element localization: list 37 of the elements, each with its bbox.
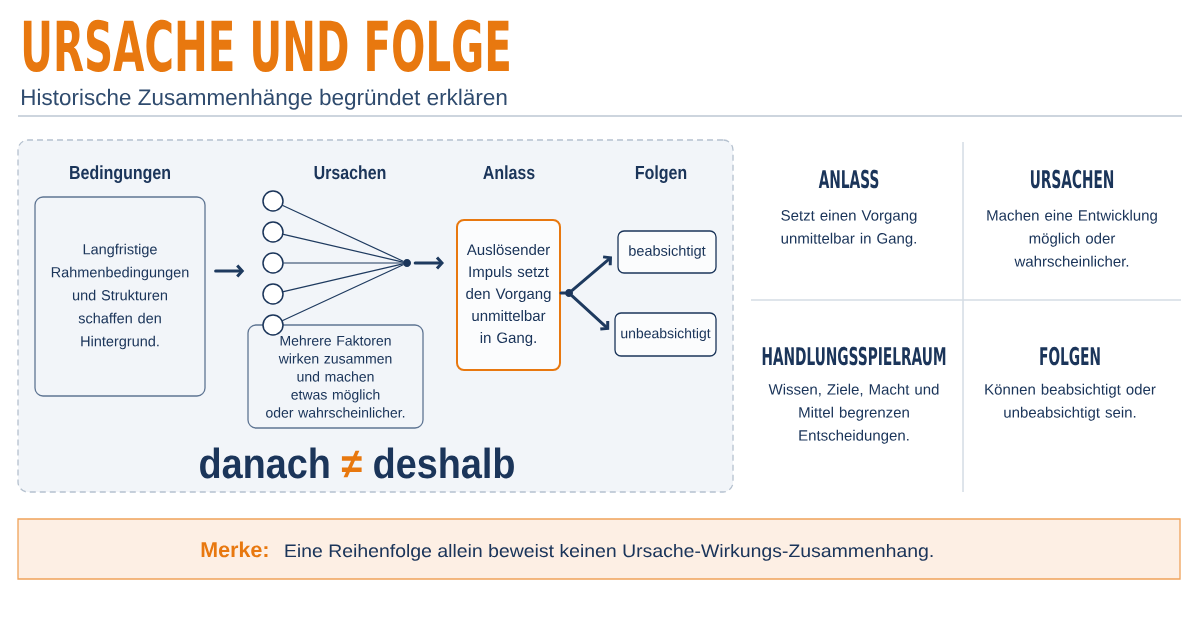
connector-line (283, 262, 404, 264)
note-text: Eine Reihenfolge allein beweist keinen Ursache-Wirkungs-Zusammenhang. (285, 543, 933, 561)
connector-line (559, 291, 567, 295)
title: URSACHE UND FOLGE (23, 19, 509, 72)
column-heading: Folgen (635, 165, 687, 184)
note-band (17, 518, 1181, 580)
card-text: Setzt einen Vorgang unmittelbar in Gang. (781, 209, 917, 247)
highlight-box: Auslösender Impuls setzt den Vorgang unmittelbar in Gang. (456, 219, 561, 371)
card-text: Können beabsichtigt oder unbeabsichtigt sein. (985, 383, 1156, 421)
connector-line (282, 233, 404, 263)
arrow (214, 264, 245, 278)
cause-circle (262, 252, 284, 274)
subtitle: Historische Zusammenhänge begründet erklären (22, 88, 507, 110)
outcome-box: unbeabsichtigt (614, 312, 717, 357)
card-heading: HANDLUNGSSPIELRAUM (762, 346, 946, 366)
info-box: Langfristige Rahmenbedingungen und Strukturen schaffen den Hintergrund. (34, 196, 206, 397)
cause-circle (262, 314, 284, 336)
arrow (413, 256, 444, 270)
cause-circle (262, 221, 284, 243)
cause-circle (262, 283, 284, 305)
card-text: Wissen, Ziele, Macht und Mittel begrenzen Entscheidungen. (768, 383, 939, 444)
arrow (570, 294, 610, 331)
connector-line (282, 263, 404, 293)
column-heading: Anlass (483, 165, 535, 180)
card-heading: ANLASS (818, 169, 879, 189)
arrow (570, 255, 612, 292)
motto-text: danach ≠ deshalb (200, 447, 514, 479)
card-text: Machen eine Entwicklung möglich oder wahrscheinlicher. (987, 209, 1157, 267)
column-heading: Ursachen (314, 165, 386, 180)
outcome-box: beabsichtigt (617, 230, 717, 274)
connector-line (282, 264, 404, 322)
card-heading: URSACHEN (1030, 169, 1114, 189)
note-label: Merke: (201, 541, 268, 558)
cause-circle (262, 190, 284, 212)
card-heading: FOLGEN (1040, 346, 1100, 366)
connector-line (282, 204, 404, 262)
info-box: Mehrere Faktoren wirken zusammen und machen etwas möglich oder wahrscheinlicher. (247, 324, 424, 429)
